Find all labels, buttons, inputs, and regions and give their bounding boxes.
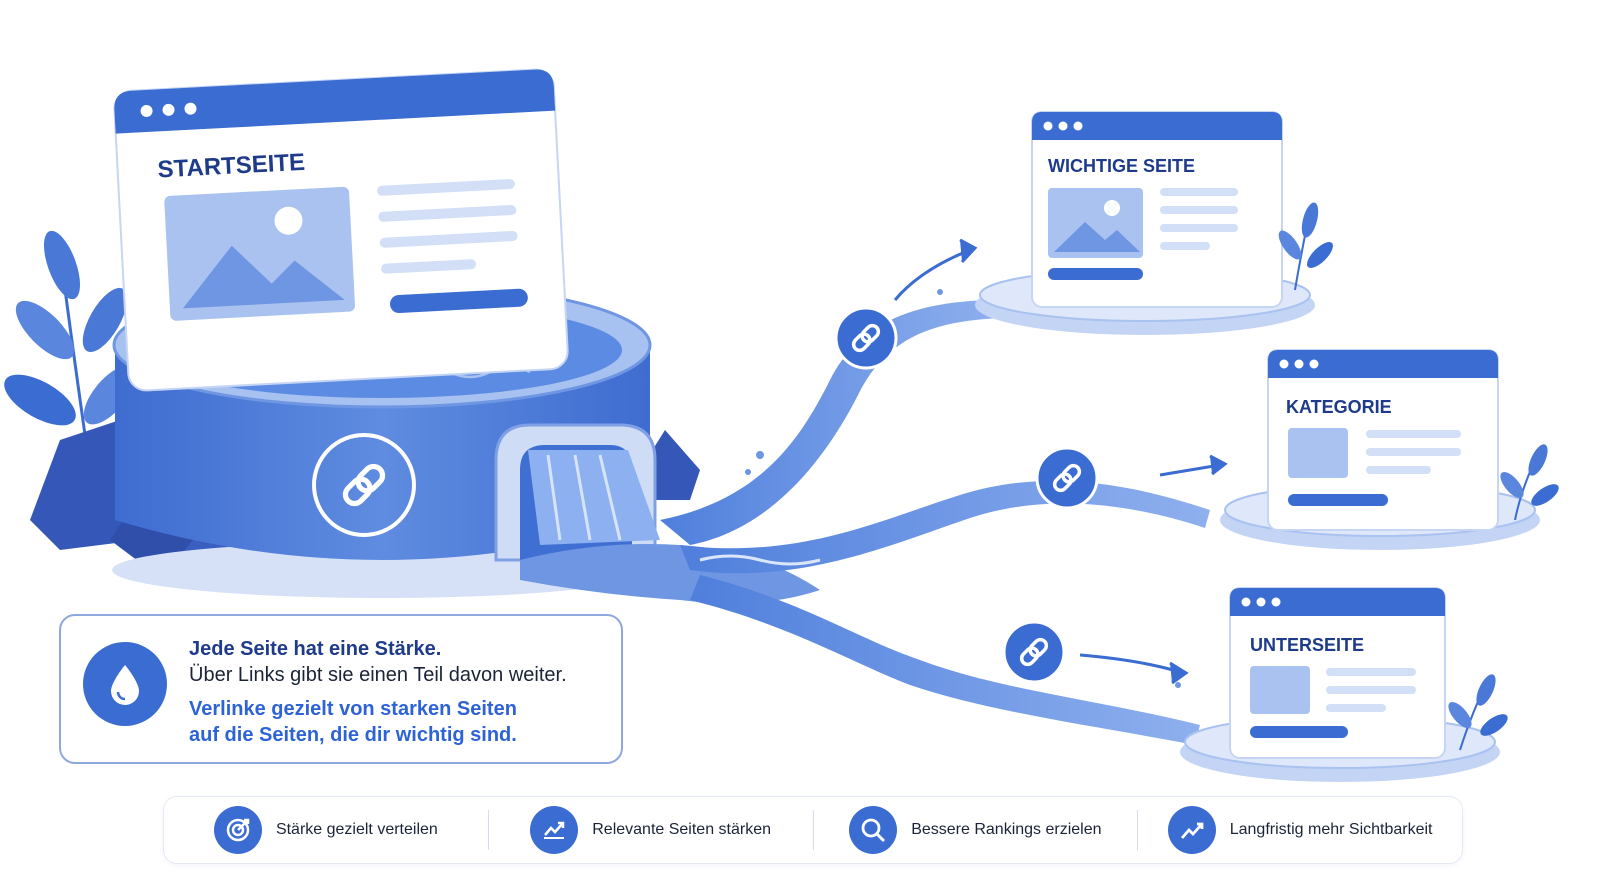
page-category: KATEGORIE [1220, 349, 1540, 550]
page-important-title: WICHTIGE SEITE [1048, 156, 1195, 176]
info-tip-line2: auf die Seiten, die dir wichtig sind. [189, 724, 517, 746]
info-tip-line1: Verlinke gezielt von starken Seiten [189, 698, 517, 720]
trend-up-icon [1167, 806, 1216, 854]
benefit-item: Bessere Rankings erzielen [814, 806, 1139, 854]
page-home: STARTSEITE [113, 68, 569, 392]
benefit-label: Relevante Seiten stärken [592, 821, 772, 838]
plant-decoration [1500, 444, 1559, 521]
benefit-label: Langfristig mehr Sichtbarkeit [1229, 821, 1433, 838]
link-icon [834, 306, 898, 370]
trend-up-icon [530, 806, 579, 854]
water-drop-icon [83, 642, 167, 726]
plant-decoration [1278, 202, 1333, 291]
page-important: WICHTIGE SEITE [975, 111, 1315, 335]
link-streams [520, 289, 1210, 745]
benefit-label: Bessere Rankings erzielen [911, 821, 1102, 838]
page-subpage-title: UNTERSEITE [1250, 635, 1364, 655]
page-subpage: UNTERSEITE [1180, 587, 1500, 782]
benefit-label: Stärke gezielt verteilen [275, 821, 438, 838]
link-icon [312, 433, 416, 537]
info-description: Über Links gibt sie einen Teil davon wei… [189, 664, 567, 686]
search-icon [849, 806, 898, 854]
plant-decoration [1448, 674, 1508, 751]
info-box: Jede Seite hat eine Stärke. Über Links g… [59, 614, 623, 764]
target-icon [213, 806, 262, 854]
benefit-item: Stärke gezielt verteilen [164, 806, 489, 854]
image-placeholder-icon [1288, 428, 1348, 478]
benefit-item: Relevante Seiten stärken [489, 806, 814, 854]
link-icon [1035, 446, 1099, 510]
image-placeholder-icon [1250, 666, 1310, 714]
benefit-item: Langfristig mehr Sichtbarkeit [1138, 806, 1462, 854]
link-icon [1002, 620, 1066, 684]
benefits-bar: Stärke gezielt verteilen Relevante Seite… [163, 796, 1463, 864]
page-category-title: KATEGORIE [1286, 397, 1392, 417]
arrows [893, 238, 1228, 685]
info-headline: Jede Seite hat eine Stärke. [189, 638, 442, 660]
